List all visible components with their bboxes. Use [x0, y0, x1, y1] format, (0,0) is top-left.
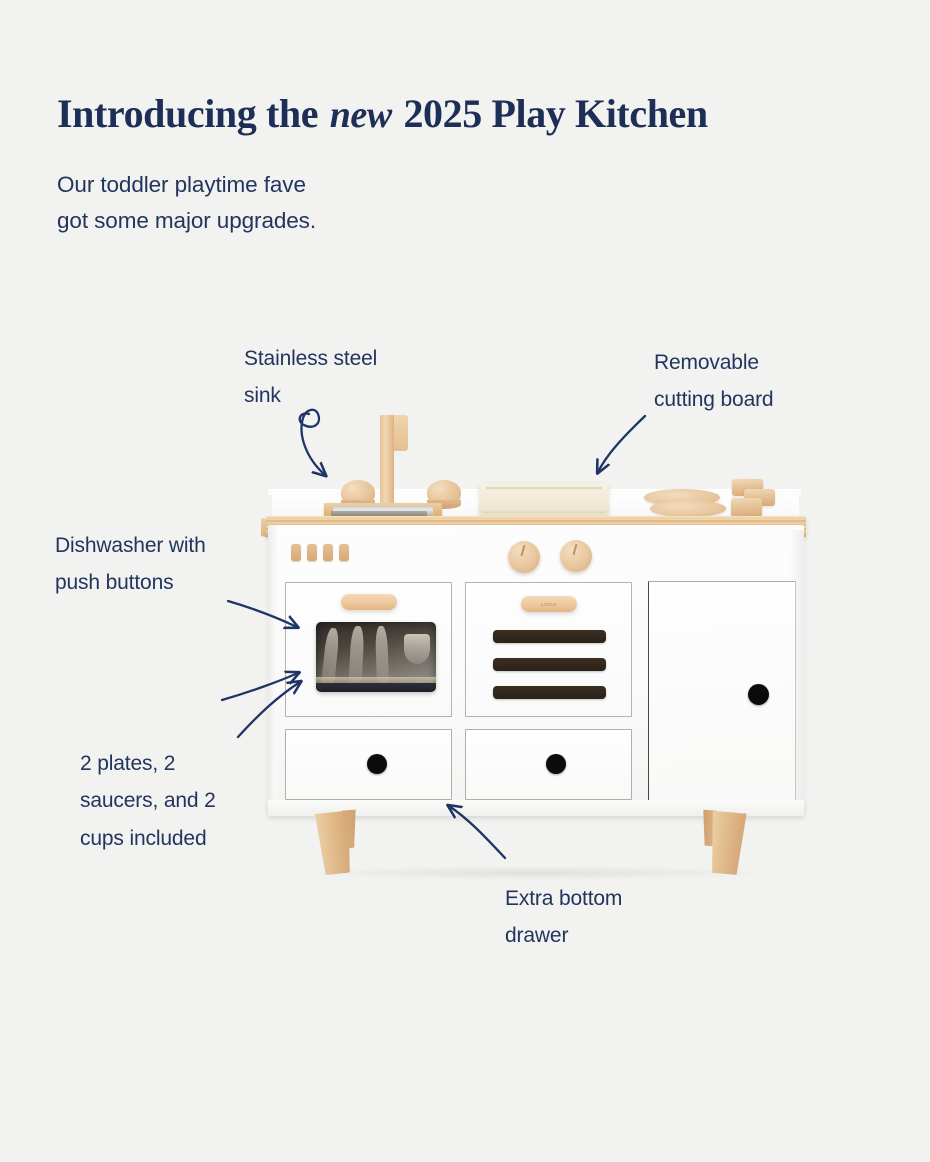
dishwasher-window-base — [316, 683, 436, 692]
drawer-hole-handle[interactable] — [546, 754, 566, 774]
dishwasher-window — [316, 622, 436, 692]
page-title: Introducing the new 2025 Play Kitchen — [57, 90, 708, 136]
wooden-cup — [731, 498, 762, 517]
floor-shadow — [300, 866, 770, 880]
dishwasher-shelf — [316, 677, 436, 683]
dishwasher-push-buttons[interactable] — [291, 544, 349, 561]
cabinet-door-hole-handle[interactable] — [748, 684, 769, 705]
sink-basin-shadow — [331, 511, 427, 516]
oven-grill-bar — [493, 630, 606, 643]
oven-grill-bar — [493, 658, 606, 671]
stainless-steel-sink-basin — [333, 506, 433, 515]
headline-part-2: 2025 Play Kitchen — [393, 90, 708, 136]
right-cabinet-door[interactable] — [648, 581, 796, 814]
callout-label-extra-bottom-drawer: Extra bottom drawer — [505, 887, 623, 948]
push-button[interactable] — [323, 544, 333, 561]
callout-label-stainless-steel-sink: Stainless steel sink — [244, 347, 378, 408]
brand-logo: LOGO — [541, 601, 557, 607]
wooden-saucer — [650, 500, 726, 517]
headline-emphasis-new: new — [329, 93, 393, 136]
sink-knob-right[interactable] — [427, 480, 461, 509]
page-subtitle: Our toddler playtime fave got some major… — [57, 171, 316, 233]
drawer-hole-handle[interactable] — [367, 754, 387, 774]
stove-knob-right[interactable] — [560, 540, 592, 572]
push-button[interactable] — [307, 544, 317, 561]
cup-in-window — [404, 634, 430, 664]
dishwasher-handle[interactable] — [341, 594, 397, 610]
callout-label-dishwasher-push-buttons: Dishwasher with push buttons — [55, 534, 206, 595]
bottom-drawer-left[interactable] — [285, 729, 452, 800]
dish-in-window — [374, 625, 390, 685]
callout-label-removable-cutting-board: Removable cutting board — [654, 351, 774, 412]
faucet-stem — [380, 415, 394, 505]
push-button[interactable] — [339, 544, 349, 561]
headline-part-1: Introducing the — [57, 90, 328, 136]
cabinet-base-plinth — [268, 800, 804, 816]
push-button[interactable] — [291, 544, 301, 561]
cabinet-left-shading — [268, 525, 277, 813]
oven-handle[interactable]: LOGO — [521, 596, 577, 612]
stove-knob-left[interactable] — [508, 541, 540, 573]
removable-cutting-board[interactable] — [479, 483, 609, 517]
callout-label-dishes-included: 2 plates, 2 saucers, and 2 cups included — [80, 752, 216, 850]
oven-grill-bar — [493, 686, 606, 699]
